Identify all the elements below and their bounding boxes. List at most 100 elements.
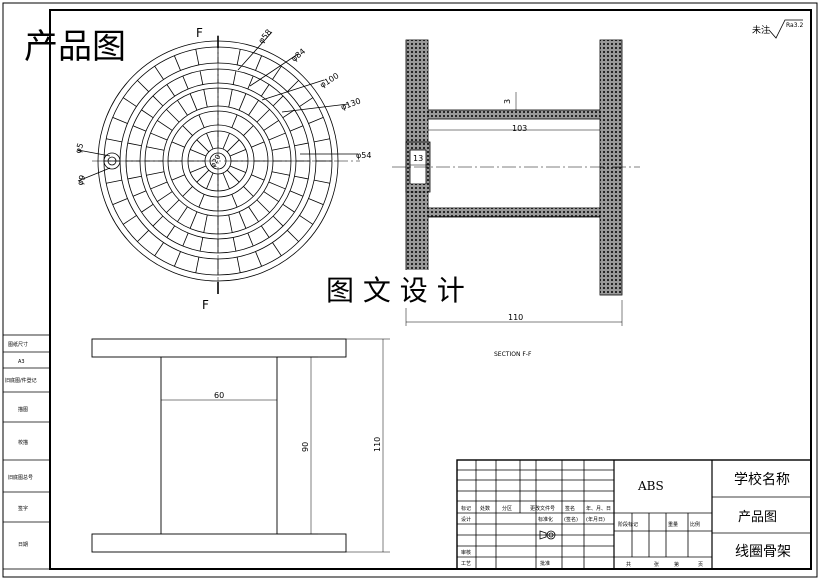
reel-spoke bbox=[199, 70, 204, 85]
dim-d58: φ58 bbox=[257, 28, 274, 46]
reel-spoke bbox=[150, 132, 168, 141]
reel-spoke bbox=[287, 80, 299, 92]
reel-spoke bbox=[141, 204, 154, 213]
reel-spoke bbox=[182, 186, 193, 197]
reel-spoke bbox=[157, 120, 173, 131]
tb-weight: 重量 bbox=[668, 521, 678, 528]
section-caption: SECTION F-F bbox=[494, 351, 532, 358]
reel-spoke bbox=[236, 257, 241, 273]
reel-spoke bbox=[106, 138, 122, 143]
reel-spoke bbox=[182, 125, 193, 136]
strip-label-number: 旧底图总号 bbox=[8, 474, 33, 481]
tb-process: 工艺 bbox=[461, 561, 471, 567]
tb-date: (年月日) bbox=[586, 516, 605, 523]
reel-spoke bbox=[182, 232, 189, 247]
front-view bbox=[77, 31, 360, 294]
reel-spoke bbox=[157, 191, 173, 202]
reel-spoke bbox=[166, 109, 180, 123]
reel-spoke bbox=[255, 55, 262, 71]
tb-review: 审核 bbox=[461, 549, 471, 556]
watermark-bg bbox=[318, 270, 514, 308]
reel-spoke bbox=[122, 97, 137, 107]
section-view bbox=[392, 39, 640, 326]
strip-label-date: 日期 bbox=[18, 542, 28, 548]
tb-sheets-unit: 张 bbox=[654, 561, 659, 568]
section-mark-bottom: F bbox=[202, 298, 209, 312]
reel-spoke bbox=[112, 198, 128, 205]
dim-d9: φ9 bbox=[75, 174, 87, 187]
reel-spoke bbox=[299, 215, 314, 225]
reel-spoke bbox=[271, 171, 290, 176]
reel-spoke bbox=[243, 186, 254, 197]
reel-spoke bbox=[299, 97, 314, 107]
reel-spoke bbox=[154, 242, 164, 257]
tb-sheets-page: 页 bbox=[698, 562, 703, 568]
reel-spoke bbox=[256, 109, 270, 123]
reel-spoke bbox=[248, 206, 259, 222]
reel-spoke bbox=[196, 139, 210, 153]
reel-spoke bbox=[251, 141, 265, 148]
tb-row-label-file: 更改文件号 bbox=[530, 505, 555, 512]
reel-spoke bbox=[190, 165, 207, 173]
dim-height-90: 90 bbox=[301, 442, 310, 452]
reel-spoke bbox=[195, 49, 200, 65]
tb-stage: 阶段标记 bbox=[618, 521, 638, 528]
reel-spoke bbox=[198, 194, 205, 208]
strip-label-check: 校描 bbox=[18, 439, 28, 446]
reel-spoke bbox=[226, 139, 240, 153]
reel-spoke bbox=[154, 65, 164, 80]
reel-spoke bbox=[182, 75, 189, 90]
reel-spoke bbox=[177, 206, 188, 222]
reel-spoke bbox=[287, 230, 299, 242]
reel-spoke bbox=[174, 55, 181, 71]
material-text: ABS bbox=[637, 479, 664, 493]
reel-spoke bbox=[106, 179, 122, 184]
reel-spoke bbox=[171, 174, 185, 181]
reel-spoke bbox=[152, 215, 164, 227]
reel-spoke bbox=[203, 89, 208, 108]
dim-d100: φ100 bbox=[318, 71, 340, 90]
reel-spoke bbox=[289, 125, 304, 132]
roughness-note: 未注 Ra3.2 bbox=[752, 19, 803, 39]
reel-spoke bbox=[137, 80, 149, 92]
tb-row-label-zone: 分区 bbox=[502, 505, 512, 512]
tb-signature: (签名) bbox=[564, 516, 578, 523]
tb-standard: 标准化 bbox=[538, 516, 553, 523]
tb-scale: 比例 bbox=[690, 521, 700, 528]
tb-sheets-total: 共 bbox=[626, 561, 631, 568]
tb-sheets-no: 第 bbox=[674, 561, 679, 568]
reel-spoke bbox=[127, 175, 142, 180]
title-block bbox=[456, 459, 812, 570]
reel-spoke bbox=[255, 251, 262, 267]
reel-spoke bbox=[166, 225, 175, 238]
watermark-text: 图 文 设 计 bbox=[326, 274, 465, 307]
reel-spoke bbox=[232, 70, 237, 85]
dim-height-110: 110 bbox=[373, 437, 382, 452]
reel-spoke bbox=[282, 204, 295, 213]
dim-width-60: 60 bbox=[214, 391, 224, 400]
reel-spoke bbox=[229, 165, 246, 173]
reel-spoke bbox=[203, 214, 208, 233]
reel-spoke bbox=[236, 49, 241, 65]
reel-spoke bbox=[171, 141, 185, 148]
reel-spoke bbox=[177, 100, 188, 116]
reel-spoke bbox=[152, 95, 164, 107]
reel-spoke bbox=[174, 251, 181, 267]
reel-spoke bbox=[228, 89, 233, 108]
dim-d130: φ130 bbox=[340, 96, 362, 111]
reel-spoke bbox=[268, 181, 286, 190]
reel-spoke bbox=[272, 215, 284, 227]
part-name: 线圈骨架 bbox=[735, 544, 791, 560]
reel-spoke bbox=[243, 125, 254, 136]
strip-label-register: 旧底图/件登记 bbox=[5, 377, 37, 384]
reel-spoke bbox=[132, 190, 147, 197]
reel-spoke bbox=[247, 232, 254, 247]
reel-spoke bbox=[314, 179, 330, 184]
left-strip-table bbox=[2, 334, 51, 570]
reel-spoke bbox=[247, 75, 254, 90]
tb-row-label-mark: 标记 bbox=[461, 505, 471, 512]
reel-spoke bbox=[272, 95, 284, 107]
tb-row-label-sign: 签名 bbox=[565, 505, 575, 512]
